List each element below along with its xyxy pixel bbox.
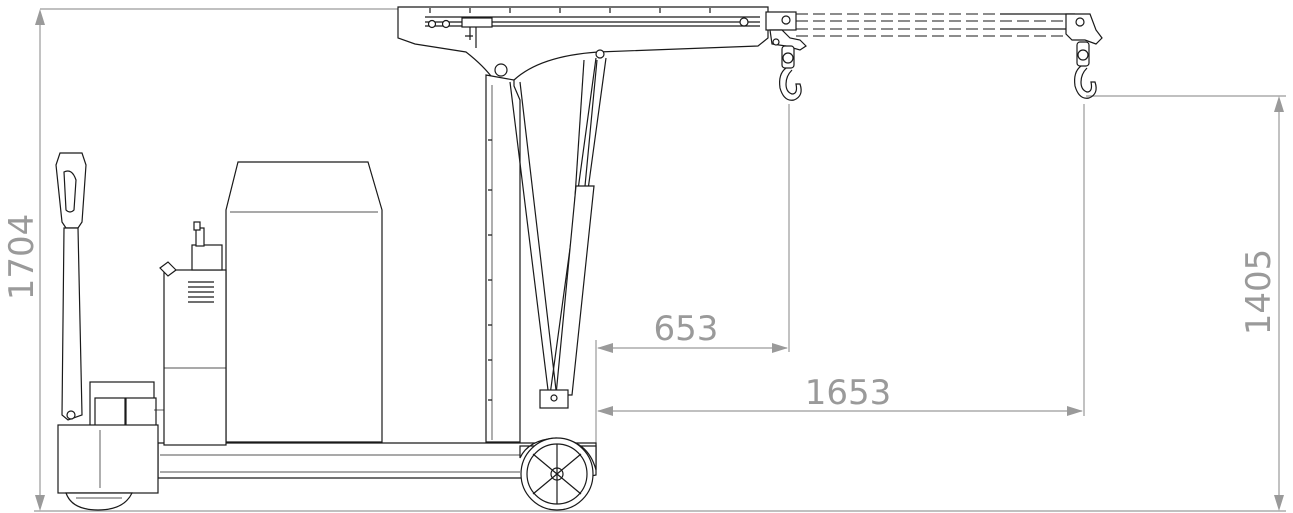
overall-height-label: 1704 <box>2 214 42 301</box>
hook-near <box>779 45 802 101</box>
mast <box>485 74 521 443</box>
tiller-handle <box>55 152 87 421</box>
front-wheel <box>520 437 594 511</box>
hydraulic-cylinder <box>539 59 598 409</box>
hook-height-label: 1405 <box>1239 249 1279 336</box>
counterweight <box>225 161 383 443</box>
boom-strut <box>509 57 607 396</box>
battery-unit <box>57 381 164 494</box>
rear-wheel <box>65 492 133 511</box>
boom-extension <box>765 11 1103 51</box>
control-box <box>159 221 227 446</box>
reach-max-label: 1653 <box>805 373 892 413</box>
dimension-reach-max: 1653 <box>597 104 1085 416</box>
reach-min-label: 653 <box>654 309 719 349</box>
dimension-hook-height: 1405 <box>1086 95 1286 511</box>
dimension-reach-min: 653 <box>595 104 790 465</box>
hook-far <box>1074 41 1097 99</box>
dimension-overall-height: 1704 <box>2 8 1286 512</box>
